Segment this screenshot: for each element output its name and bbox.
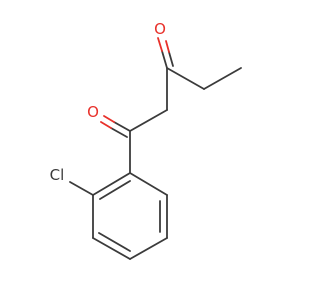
oxygen-label-top: O — [154, 20, 166, 38]
ring-bond-4 — [92, 237, 131, 260]
ring-inner-3 — [99, 180, 131, 200]
ring-inner-2 — [98, 232, 131, 252]
bond-c1-o-left-c — [110, 127, 128, 138]
bond-ch3-ch2 — [203, 67, 242, 90]
bond-ring-cl — [69, 181, 94, 196]
bond-c3-o-upper-b — [157, 37, 163, 52]
chlorine-label: Cl — [50, 166, 65, 184]
ring-bond-3 — [129, 237, 168, 260]
bond-c1-o-left-d — [100, 121, 112, 129]
molecule-diagram: O O Cl — [50, 20, 242, 260]
oxygen-label-left: O — [87, 103, 99, 121]
bond-ch2-c3 — [166, 67, 205, 90]
bond-c3-o-upper-d — [165, 40, 170, 53]
bond-c3-o-upper-c — [168, 51, 174, 67]
bond-c3-o-upper-a — [161, 50, 168, 69]
ring-bond-6 — [92, 172, 131, 196]
bond-c1-o-left-b — [103, 115, 115, 123]
bond-c2-c1 — [129, 109, 168, 132]
ring-bond-1 — [129, 172, 168, 196]
bond-c1-o-left-a — [113, 121, 131, 132]
